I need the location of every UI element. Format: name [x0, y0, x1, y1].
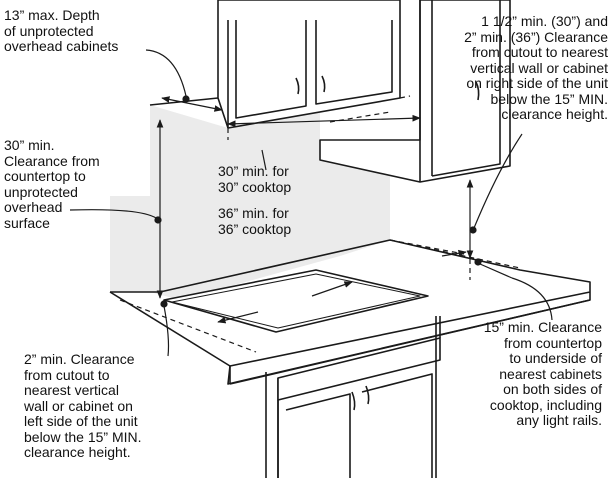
left-clearance-line: clearance height. — [24, 444, 131, 460]
upper-cabinet-left — [149, 0, 401, 129]
base-cabinet — [265, 316, 441, 478]
label-cabinet-depth: 13” max. Depth of unprotected overhead c… — [4, 7, 119, 55]
left-clearance-line: left side of the unit — [24, 413, 138, 429]
overhead-clearance-line: overhead — [4, 199, 63, 215]
back-wall — [110, 105, 390, 300]
left-clearance-line: wall or cabinet on — [24, 397, 133, 414]
width-36-line: 36” min. for — [218, 205, 289, 221]
left-clearance-line: from cutout to — [24, 366, 110, 383]
leader-lines — [69, 49, 553, 357]
right-clearance-line: below the 15” MIN. — [490, 90, 609, 107]
cabinet-depth-line: 13” max. Depth — [4, 7, 100, 23]
underside-clearance-line: from countertop — [503, 334, 602, 351]
underside-clearance-line: cooktop, including — [489, 396, 602, 413]
label-right-side-clearance: 1 1/2” min. (30”) and 2” min. (36”) Clea… — [464, 13, 609, 123]
dimension-arrows — [156, 96, 474, 324]
underside-clearance-line: 15” min. Clearance — [483, 319, 602, 335]
right-clearance-line: on right side of the unit — [466, 75, 608, 91]
overhead-clearance-line: countertop to — [4, 168, 86, 184]
underside-clearance-line: on both sides of — [503, 381, 602, 397]
cabinet-depth-line: of unprotected — [4, 22, 94, 39]
width-36-line: 36” cooktop — [218, 220, 292, 237]
left-clearance-line: below the 15” MIN. — [24, 428, 142, 445]
width-30-line: 30” min. for — [218, 163, 289, 179]
left-clearance-line: 2” min. Clearance — [24, 351, 135, 367]
overhead-clearance-line: Clearance from — [4, 152, 100, 169]
underside-clearance-line: any light rails. — [516, 412, 602, 428]
right-clearance-line: 1 1/2” min. (30”) and — [481, 13, 608, 29]
overhead-clearance-line: surface — [4, 214, 50, 231]
overhead-clearance-line: 30” min. — [4, 137, 55, 153]
width-30-line: 30” cooktop — [218, 178, 292, 195]
label-width-36: 36” min. for 36” cooktop — [218, 205, 292, 237]
underside-clearance-line: nearest cabinets — [499, 365, 602, 382]
cooktop — [163, 269, 429, 333]
right-clearance-line: from cutout to nearest — [471, 44, 608, 60]
underside-clearance-line: to underside of — [509, 350, 602, 366]
label-overhead-clearance: 30” min. Clearance from countertop to un… — [4, 137, 100, 231]
right-clearance-line: clearance height. — [501, 106, 608, 122]
left-clearance-line: nearest vertical — [24, 382, 119, 398]
overhead-clearance-line: unprotected — [4, 183, 78, 200]
right-clearance-line: vertical wall or cabinet — [470, 59, 608, 76]
right-clearance-line: 2” min. (36”) Clearance — [464, 28, 608, 45]
label-width-30: 30” min. for 30” cooktop — [218, 163, 292, 195]
label-cabinet-underside-clearance: 15” min. Clearance from countertop to un… — [483, 319, 602, 429]
cabinet-depth-line: overhead cabinets — [4, 38, 119, 54]
label-left-side-clearance: 2” min. Clearance from cutout to nearest… — [24, 351, 142, 461]
